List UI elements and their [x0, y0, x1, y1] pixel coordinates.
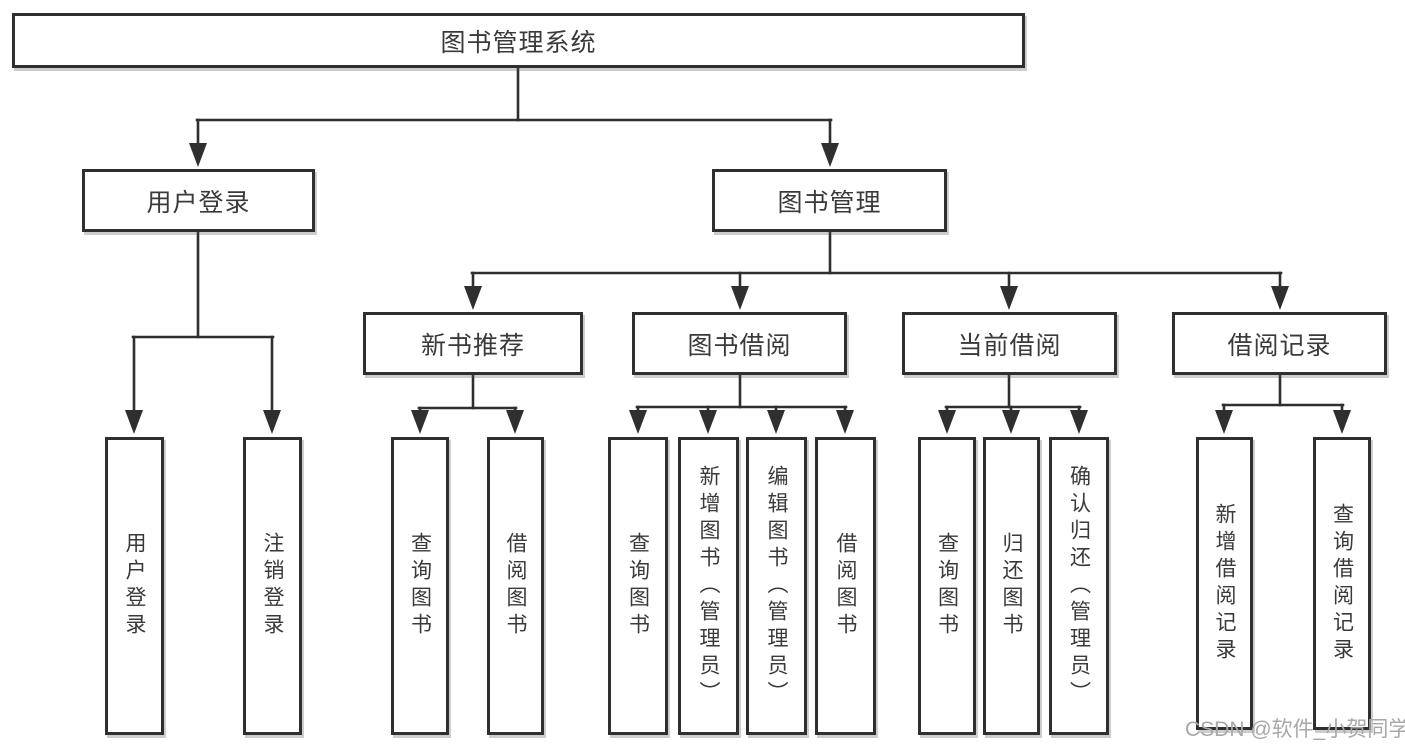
csdn-watermark: CSDN @软件_小贺同学 — [1185, 718, 1405, 741]
leaf-logout: 注销登录 — [243, 437, 302, 735]
leaf-edit-book-admin: 编辑图书（管理员） — [746, 437, 807, 735]
node-label: 用户登录 — [146, 188, 251, 217]
leaf-user-login: 用户登录 — [105, 437, 164, 735]
node-book-borrow: 图书借阅 — [632, 312, 847, 375]
node-label: 借阅图书 — [504, 532, 527, 640]
node-label: 确认归还（管理员） — [1067, 464, 1091, 708]
leaf-add-book-admin: 新增图书（管理员） — [678, 437, 739, 735]
node-root-library-system: 图书管理系统 — [12, 13, 1025, 68]
node-current-borrow: 当前借阅 — [902, 312, 1117, 375]
node-label: 图书借阅 — [687, 331, 792, 360]
node-label: 新增借阅记录 — [1213, 502, 1236, 665]
node-label: 用户登录 — [123, 532, 146, 640]
node-label: 注销登录 — [261, 532, 284, 640]
leaf-query-books-borrow: 查询图书 — [608, 437, 668, 735]
leaf-return-book: 归还图书 — [983, 437, 1040, 735]
node-label: 查询图书 — [935, 532, 959, 640]
node-book-management-branch: 图书管理 — [712, 169, 947, 232]
node-borrow-records: 借阅记录 — [1172, 312, 1387, 375]
leaf-query-books-recommend: 查询图书 — [391, 437, 449, 735]
leaf-borrow-book: 借阅图书 — [815, 437, 876, 735]
node-label: 查询图书 — [408, 532, 432, 640]
leaf-borrow-books-recommend: 借阅图书 — [487, 437, 544, 735]
node-label: 查询借阅记录 — [1330, 502, 1354, 665]
node-label: 归还图书 — [1000, 532, 1023, 640]
node-label: 借阅记录 — [1227, 331, 1332, 360]
node-new-book-recommend: 新书推荐 — [363, 312, 583, 375]
node-label: 图书管理 — [777, 188, 882, 217]
node-label: 图书管理系统 — [440, 28, 597, 57]
node-label: 编辑图书（管理员） — [765, 464, 788, 708]
node-label: 当前借阅 — [957, 331, 1062, 360]
node-label: 借阅图书 — [834, 532, 857, 640]
leaf-query-books-current: 查询图书 — [918, 437, 976, 735]
node-label: 查询图书 — [626, 532, 650, 640]
leaf-query-borrow-record: 查询借阅记录 — [1313, 437, 1371, 730]
node-label: 新增图书（管理员） — [697, 464, 720, 708]
leaf-add-borrow-record: 新增借阅记录 — [1196, 437, 1253, 730]
node-label: 新书推荐 — [420, 331, 525, 360]
node-user-login-branch: 用户登录 — [82, 169, 315, 232]
leaf-confirm-return-admin: 确认归还（管理员） — [1049, 437, 1109, 735]
